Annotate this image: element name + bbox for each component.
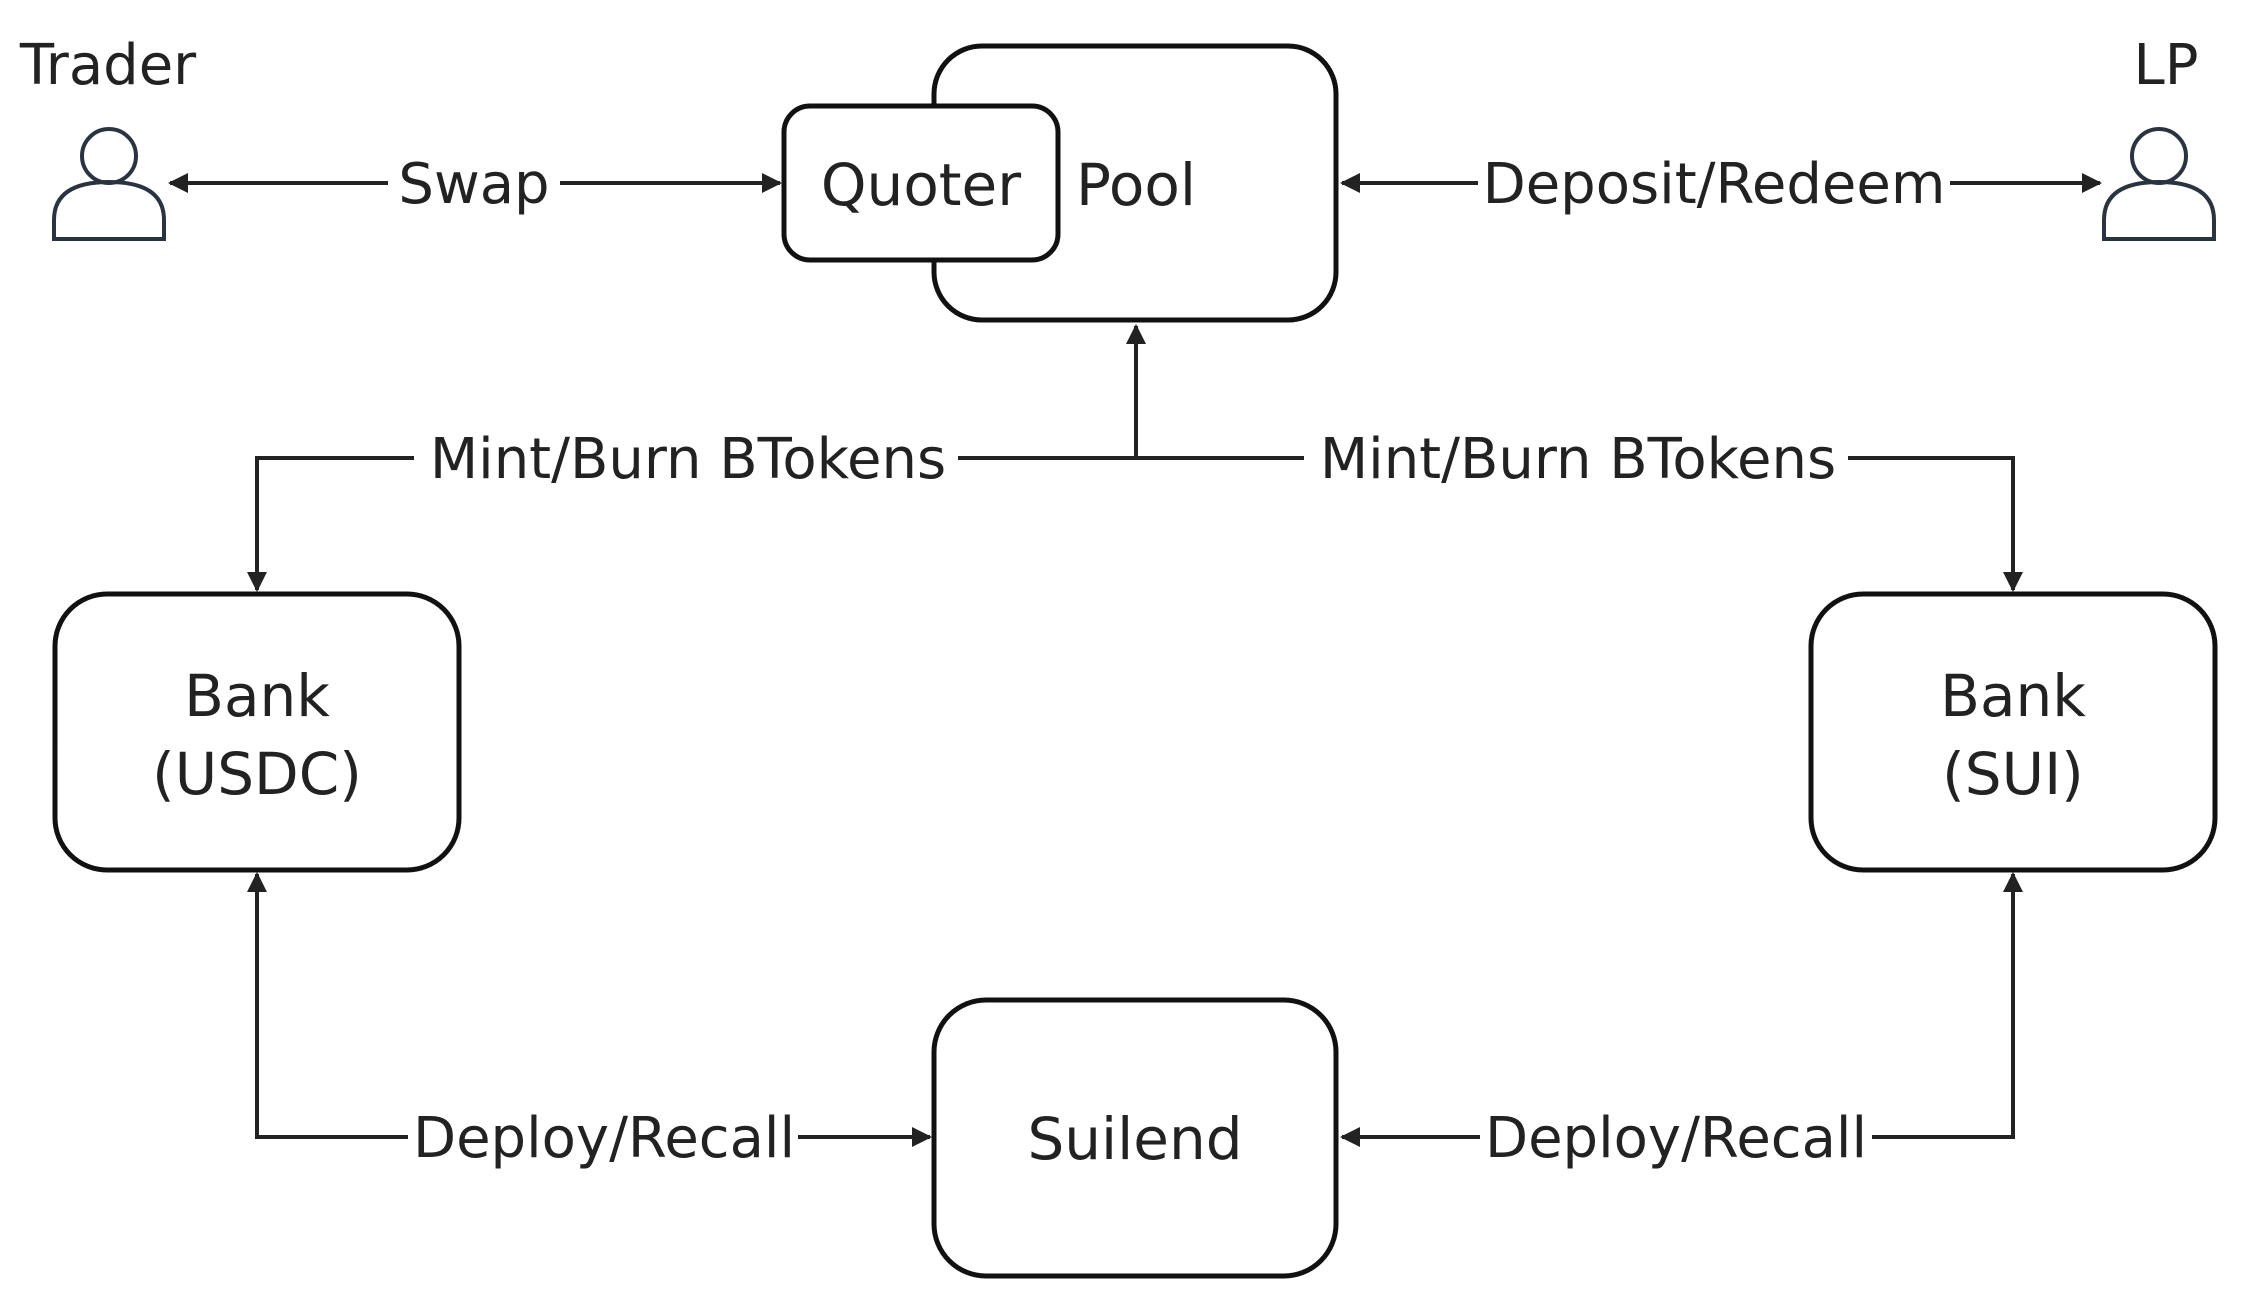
node-suilend: Suilend [931,997,1339,1279]
node-bank-usdc-line1: Bank [184,662,330,730]
lp-label: LP [2134,33,2199,98]
node-bank-sui-line1: Bank [1940,662,2086,730]
node-bank-usdc-line2: (USDC) [152,740,362,808]
node-quoter: Quoter [781,103,1061,263]
node-quoter-label: Quoter [821,151,1021,219]
edge-swap: Swap [168,152,782,217]
edge-mint-burn-right: Mint/Burn BTokens [1136,427,2023,592]
trader-label: Trader [19,33,197,98]
node-bank-usdc: Bank (USDC) [52,591,462,873]
trader-actor: Trader [19,33,197,241]
edge-label-mint-burn-left: Mint/Burn BTokens [430,427,946,492]
edge-deploy-recall-right: Deploy/Recall [1340,872,2023,1171]
lp-actor: LP [2102,33,2216,241]
edge-label-deposit-redeem: Deposit/Redeem [1483,152,1946,217]
edge-label-mint-burn-right: Mint/Burn BTokens [1320,427,1836,492]
node-suilend-label: Suilend [1027,1105,1242,1173]
edge-deploy-recall-left: Deploy/Recall [247,872,932,1171]
node-pool-label: Pool [1076,151,1196,219]
edge-label-deploy-recall-left: Deploy/Recall [413,1106,795,1171]
person-icon [2102,127,2216,241]
node-bank-sui-line2: (SUI) [1942,740,2084,808]
node-bank-sui: Bank (SUI) [1808,591,2218,873]
edge-deposit-redeem: Deposit/Redeem [1340,152,2102,217]
edge-label-swap: Swap [398,152,549,217]
edge-mint-burn-left: Mint/Burn BTokens [247,427,1136,592]
person-icon [52,127,166,241]
edge-label-deploy-recall-right: Deploy/Recall [1485,1106,1867,1171]
